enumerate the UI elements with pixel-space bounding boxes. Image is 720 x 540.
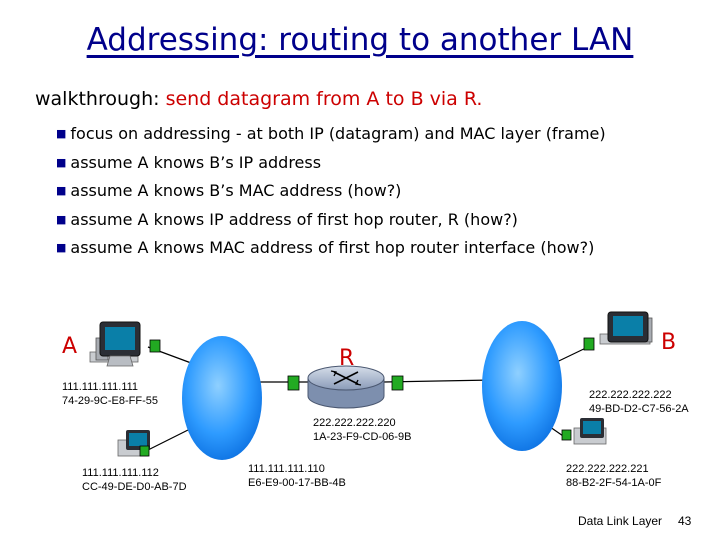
host-b-address: 222.222.222.222 49-BD-D2-C7-56-2A [589,388,689,416]
router-right-mac: 1A-23-F9-CD-06-9B [313,430,411,444]
footer-chapter: Data Link Layer [578,514,662,528]
node-b-label: B [661,330,676,355]
right-host-address: 222.222.222.221 88-B2-2F-54-1A-0F [566,462,661,490]
computer-icon-host-a [90,322,140,366]
router-right-address: 222.222.222.220 1A-23-F9-CD-06-9B [313,416,411,444]
router-right-ip: 222.222.222.220 [313,416,411,430]
node-r-label: R [339,346,354,371]
node-a-label: A [62,334,77,359]
host-a-ip: 111.111.111.111 [62,380,158,394]
adapter-router-left [288,376,299,390]
left-host-address: 111.111.111.112 CC-49-DE-D0-AB-7D [82,466,187,494]
host-a-address: 111.111.111.111 74-29-9C-E8-FF-55 [62,380,158,408]
left-host-mac: CC-49-DE-D0-AB-7D [82,480,187,494]
router-left-mac: E6-E9-00-17-BB-4B [248,476,346,490]
right-host-ip: 222.222.222.221 [566,462,661,476]
footer-page-number: 43 [678,514,691,528]
adapter-router-right [392,376,403,390]
host-b-mac: 49-BD-D2-C7-56-2A [589,402,689,416]
adapter-left-host [140,446,149,456]
router-icon [308,366,384,408]
right-host-mac: 88-B2-2F-54-1A-0F [566,476,661,490]
adapter-host-b [584,338,594,350]
host-a-mac: 74-29-9C-E8-FF-55 [62,394,158,408]
adapter-right-host [562,430,571,440]
left-host-ip: 111.111.111.112 [82,466,187,480]
left-lan-cloud [182,336,262,460]
router-left-address: 111.111.111.110 E6-E9-00-17-BB-4B [248,462,346,490]
right-lan-cloud [482,321,562,451]
computer-icon-host-b [600,312,652,344]
host-b-ip: 222.222.222.222 [589,388,689,402]
router-left-ip: 111.111.111.110 [248,462,346,476]
adapter-host-a [150,340,160,352]
computer-icon-right-host [574,418,606,444]
